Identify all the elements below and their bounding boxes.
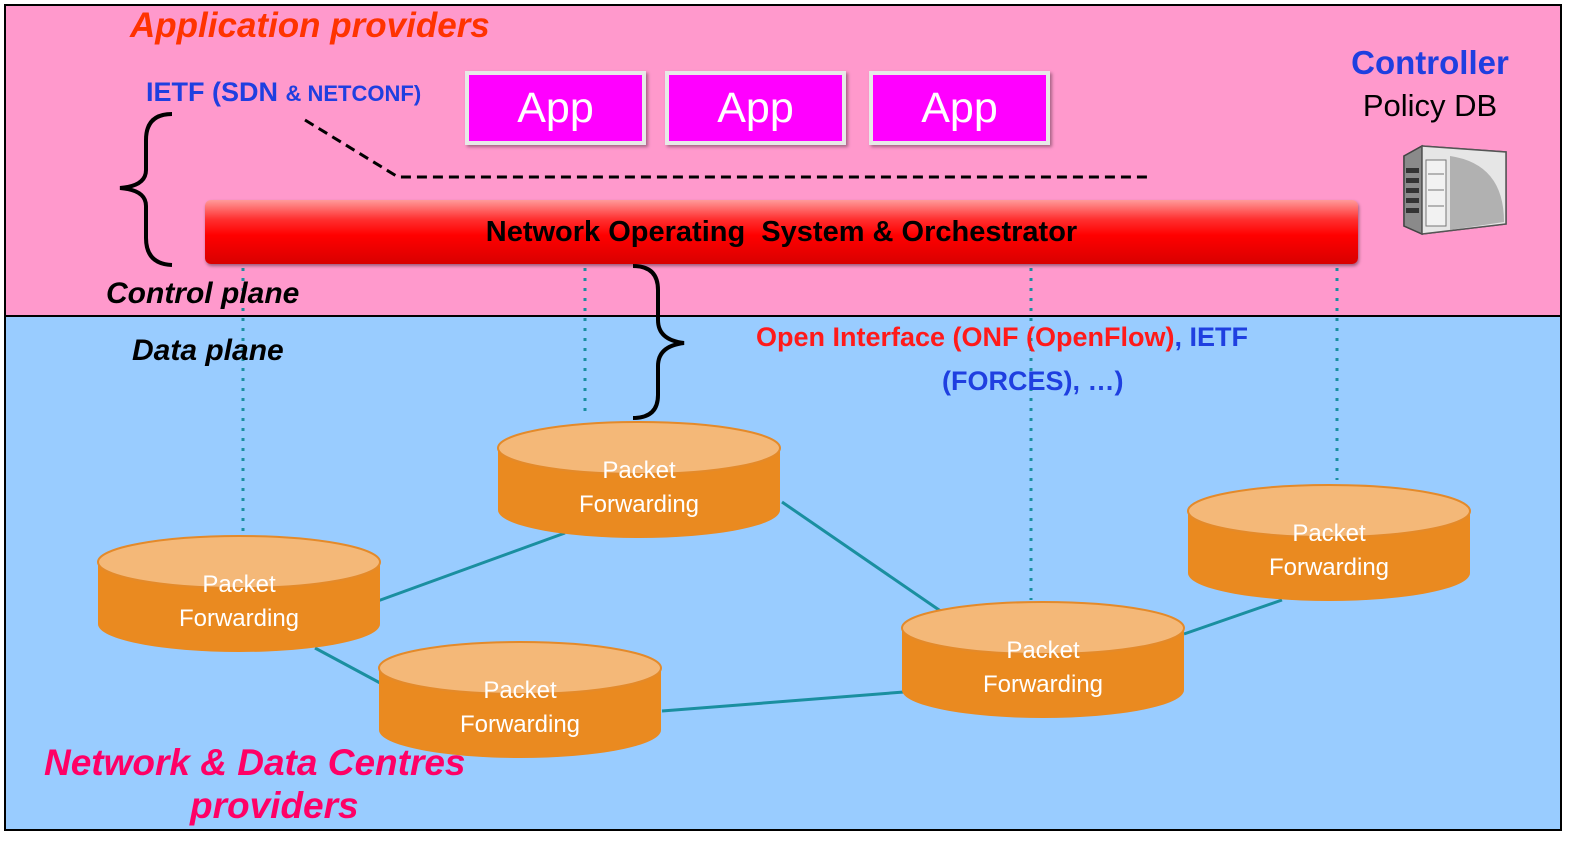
ietf-sdn-text: IETF (SDN bbox=[146, 77, 286, 107]
open-interface-onf-text: Open Interface (ONF (OpenFlow) bbox=[756, 322, 1175, 352]
ietf-sdn-netconf-label: IETF (SDN & NETCONF) bbox=[146, 77, 421, 108]
server-icon bbox=[1400, 144, 1510, 236]
link-node1-node3 bbox=[314, 646, 383, 686]
node-label-line2: Forwarding bbox=[578, 491, 700, 518]
cylinder-icon bbox=[378, 641, 662, 758]
network-operating-system-bar: Network Operating System & Orchestrator bbox=[205, 200, 1358, 264]
controller-title: Controller bbox=[1351, 44, 1509, 81]
netconf-text: & NETCONF) bbox=[285, 81, 422, 106]
app-box-1: App bbox=[465, 71, 646, 145]
application-providers-panel bbox=[4, 4, 1562, 317]
node-label-line1: Packet bbox=[202, 571, 276, 598]
control-plane-brace-icon bbox=[119, 112, 173, 267]
nos-label: Network Operating System & Orchestrator bbox=[485, 215, 1078, 248]
node-label-line2: Forwarding bbox=[178, 605, 300, 632]
node-label-line2: Forwarding bbox=[982, 671, 1104, 698]
link-node1-node2 bbox=[374, 531, 566, 604]
app-box-3: App bbox=[869, 71, 1050, 145]
policy-db-label: Policy DB bbox=[1362, 88, 1498, 123]
control-plane-label: Control plane bbox=[106, 277, 300, 310]
node-label-line1: Packet bbox=[602, 457, 676, 484]
data-plane-label: Data plane bbox=[132, 334, 284, 367]
cylinder-icon bbox=[901, 601, 1185, 718]
network-providers-title-line1: Network & Data Centres bbox=[44, 742, 466, 783]
northbound-api-dashed-line bbox=[304, 118, 1148, 179]
link-node3-node4 bbox=[661, 690, 905, 713]
open-interface-forces-text: (FORCES), …) bbox=[942, 366, 1124, 396]
node-label-line1: Packet bbox=[1006, 637, 1080, 664]
cylinder-icon bbox=[97, 535, 381, 652]
node-label-line1: Packet bbox=[1292, 520, 1366, 547]
link-node4-node5 bbox=[1183, 598, 1283, 636]
cylinder-icon bbox=[1187, 484, 1471, 601]
open-interface-label: Open Interface (ONF (OpenFlow), IETF bbox=[756, 322, 1248, 353]
open-interface-brace-icon bbox=[632, 264, 685, 420]
node-label-line2: Forwarding bbox=[459, 711, 581, 738]
open-interface-ietf-text: , IETF bbox=[1174, 322, 1249, 352]
application-providers-title: Application providers bbox=[130, 6, 490, 45]
network-providers-title-line2: providers bbox=[190, 785, 359, 826]
cylinder-icon bbox=[497, 421, 781, 538]
link-node2-node4 bbox=[781, 500, 943, 614]
node-label-line1: Packet bbox=[483, 677, 557, 704]
app-box-2: App bbox=[665, 71, 846, 145]
node-label-line2: Forwarding bbox=[1268, 554, 1390, 581]
